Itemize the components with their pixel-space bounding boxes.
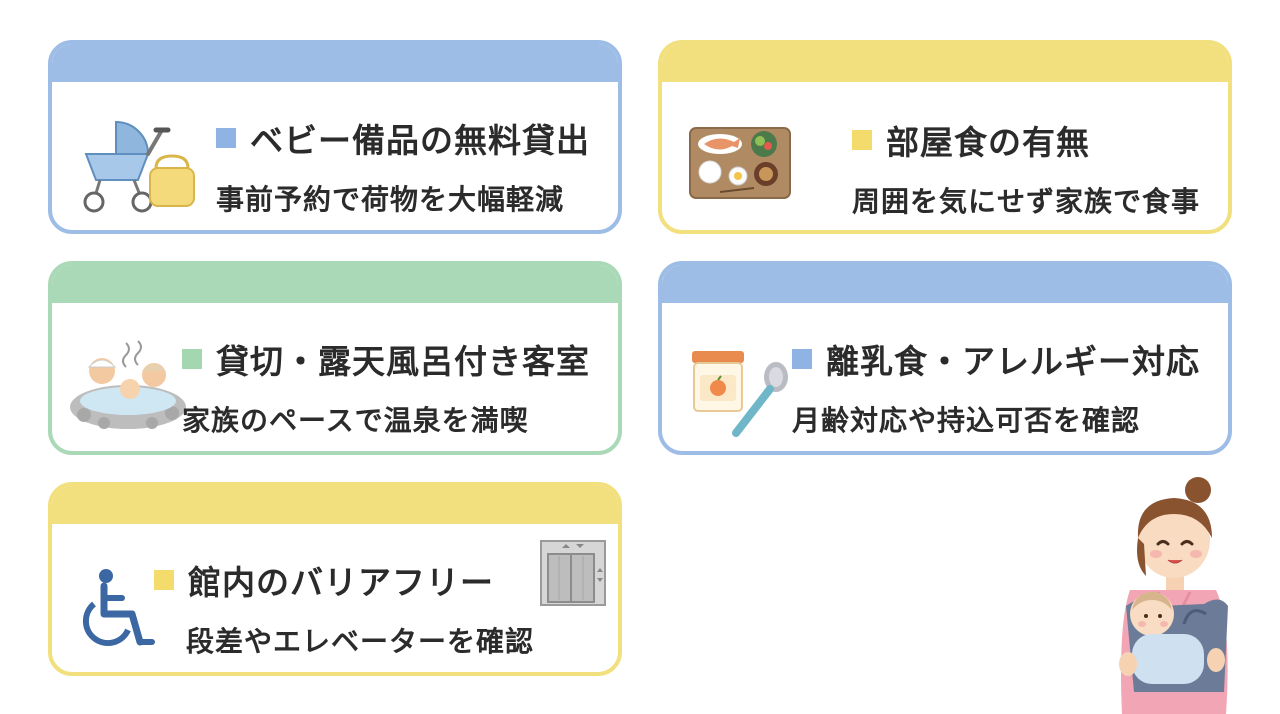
- card-subtitle: 周囲を気にせず家族で食事: [851, 185, 1200, 218]
- bullet-square-icon: [182, 349, 202, 369]
- bullet-square-icon: [154, 570, 174, 590]
- wheelchair-icon: [82, 569, 155, 647]
- card-header-band: [52, 486, 618, 524]
- card-header-band: [662, 44, 1228, 82]
- card-title: 離乳食・アレルギー対応: [826, 342, 1200, 381]
- card-title: 貸切・露天風呂付き客室: [216, 342, 590, 381]
- hot-spring-family-icon: [70, 340, 186, 429]
- bullet-square-icon: [216, 128, 236, 148]
- card-in-room-dining: 部屋食の有無 周囲を気にせず家族で食事: [658, 40, 1232, 234]
- elevator-icon: [540, 540, 606, 606]
- card-baby-food-allergy: 離乳食・アレルギー対応 月齢対応や持込可否を確認: [658, 261, 1232, 455]
- card-title: 館内のバリアフリー: [188, 563, 494, 602]
- mother-baby-illustration: [1119, 477, 1228, 714]
- card-header-band: [662, 265, 1228, 303]
- card-subtitle: 月齢対応や持込可否を確認: [792, 404, 1141, 437]
- card-title: ベビー備品の無料貸出: [250, 121, 590, 160]
- baby-food-icon: [692, 351, 788, 437]
- card-header-band: [52, 44, 618, 82]
- card-private-bath: 貸切・露天風呂付き客室 家族のペースで温泉を満喫: [48, 261, 622, 455]
- card-subtitle: 段差やエレベーターを確認: [186, 625, 535, 658]
- card-subtitle: 事前予約で荷物を大幅軽減: [216, 183, 565, 216]
- card-title: 部屋食の有無: [885, 123, 1090, 162]
- card-header-band: [52, 265, 618, 303]
- meal-tray-icon: [689, 127, 791, 199]
- card-baby-equipment: ベビー備品の無料貸出 事前予約で荷物を大幅軽減: [48, 40, 622, 234]
- stroller-icon: [83, 120, 195, 213]
- bullet-square-icon: [792, 349, 812, 369]
- card-subtitle: 家族のペースで温泉を満喫: [182, 404, 529, 437]
- card-barrier-free: 館内のバリアフリー 段差やエレベーターを確認: [48, 482, 622, 676]
- bullet-square-icon: [851, 130, 872, 150]
